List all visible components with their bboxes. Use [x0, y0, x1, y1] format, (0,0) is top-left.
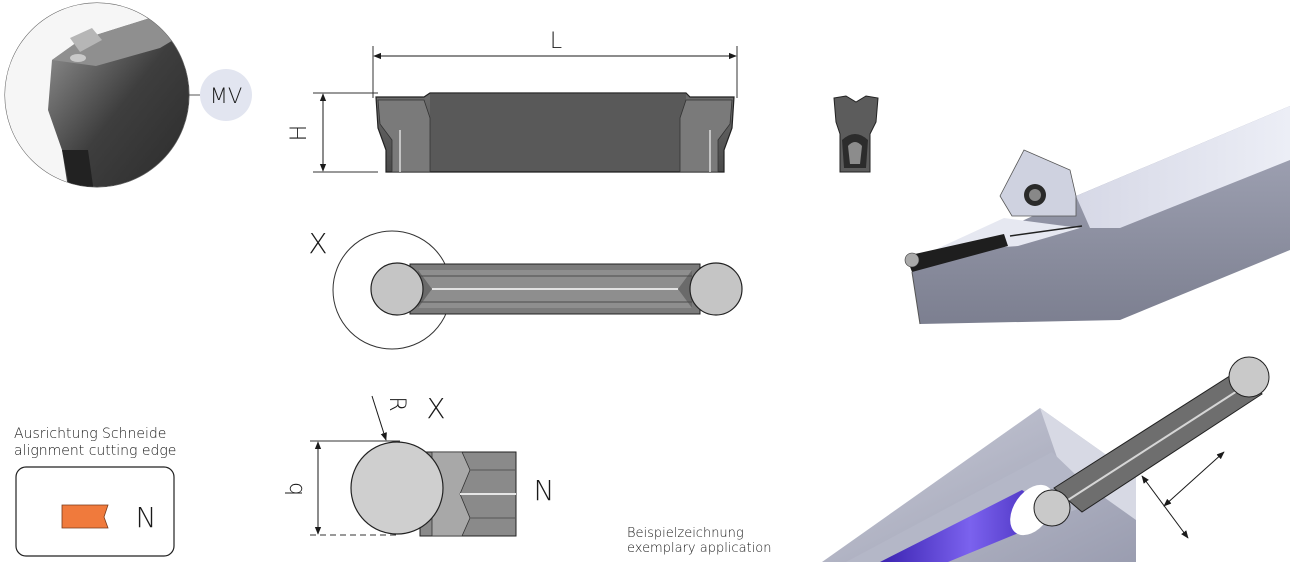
top-view — [332, 230, 743, 350]
tool-holder — [904, 106, 1290, 325]
application-caption-de: Beispielzeichnung — [627, 526, 744, 541]
detail-code-n: N — [534, 474, 555, 507]
application-caption-en: exemplary application — [627, 541, 771, 556]
insert-photo — [4, 2, 190, 188]
detail-view — [310, 395, 517, 537]
end-view — [833, 95, 879, 173]
detail-label-x: X — [426, 392, 445, 425]
alignment-code: N — [136, 501, 157, 534]
dim-width: b — [283, 482, 308, 496]
mv-badge — [200, 69, 252, 121]
cutting-edge-marker — [61, 504, 109, 529]
side-view — [313, 46, 738, 173]
mv-badge-text: MV — [210, 84, 242, 108]
dim-height: H — [287, 125, 312, 142]
dim-length: L — [550, 29, 562, 54]
alignment-title-en: alignment cutting edge — [14, 443, 176, 459]
alignment-title-de: Ausrichtung Schneide — [14, 426, 166, 442]
detail-callout-x: X — [308, 227, 327, 260]
dim-radius: R — [384, 396, 409, 411]
application-illustration — [822, 356, 1270, 562]
